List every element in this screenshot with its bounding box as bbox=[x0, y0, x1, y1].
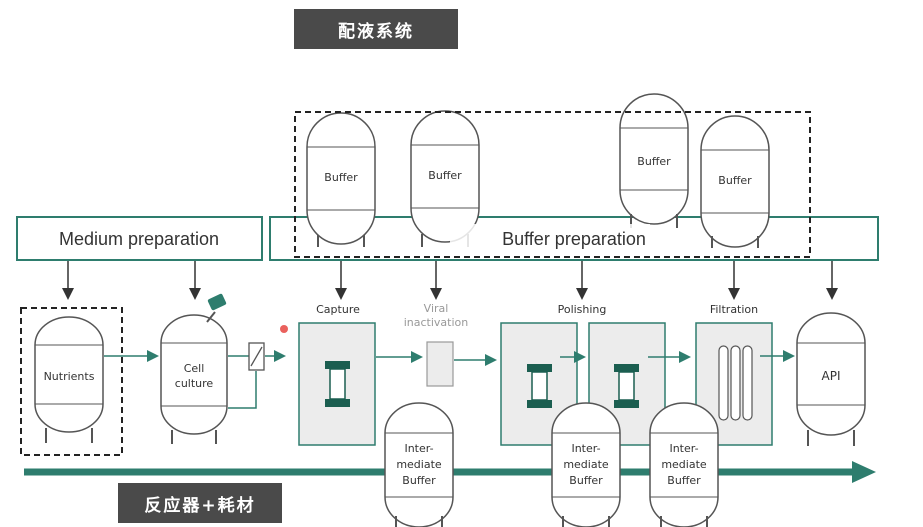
intermediate-buffer-tank-3: Inter- mediate Buffer bbox=[649, 402, 719, 527]
viral-inactivation-vessel bbox=[426, 341, 454, 387]
intermediate-3-line1: Inter- bbox=[669, 442, 698, 455]
cell-culture-label-line1: Cell bbox=[184, 362, 205, 375]
capture-column bbox=[298, 322, 376, 446]
intermediate-3-line2: mediate bbox=[661, 458, 707, 471]
nutrients-tank: Nutrients bbox=[34, 316, 104, 443]
buffer-tank-4: Buffer bbox=[700, 115, 770, 248]
api-label: API bbox=[822, 369, 841, 383]
bottom-banner: 反应器+耗材 bbox=[118, 483, 282, 523]
top-banner: 配液系统 bbox=[294, 9, 458, 49]
filtration-unit bbox=[695, 322, 773, 446]
intermediate-3-line3: Buffer bbox=[667, 474, 701, 487]
intermediate-buffer-tank-1: Inter- mediate Buffer bbox=[384, 402, 454, 527]
step-viral-label-line1: Viral bbox=[424, 302, 449, 315]
buffer-tank-2: Buffer bbox=[410, 110, 480, 247]
buffer-tank-3: Buffer bbox=[619, 93, 689, 228]
buffer-preparation-label: Buffer preparation bbox=[502, 229, 646, 249]
buffer-tank-4-label: Buffer bbox=[718, 174, 752, 187]
nutrients-highlight bbox=[20, 307, 123, 456]
medium-preparation-box bbox=[16, 216, 263, 261]
intermediate-2-line1: Inter- bbox=[571, 442, 600, 455]
intermediate-1-line2: mediate bbox=[396, 458, 442, 471]
intermediate-2-line2: mediate bbox=[563, 458, 609, 471]
api-tank: API bbox=[796, 312, 866, 446]
step-polishing-label: Polishing bbox=[558, 303, 607, 316]
cell-culture-label-line2: culture bbox=[175, 377, 214, 390]
buffer-tank-1-label: Buffer bbox=[324, 171, 358, 184]
step-filtration-label: Filtration bbox=[710, 303, 758, 316]
nutrients-label: Nutrients bbox=[44, 370, 95, 383]
pointer-dot bbox=[280, 325, 288, 333]
buffer-tank-3-label: Buffer bbox=[637, 155, 671, 168]
medium-preparation-label: Medium preparation bbox=[59, 229, 219, 249]
intermediate-buffer-tank-2: Inter- mediate Buffer bbox=[551, 402, 621, 527]
intermediate-2-line3: Buffer bbox=[569, 474, 603, 487]
intermediate-1-line3: Buffer bbox=[402, 474, 436, 487]
buffer-tank-2-label: Buffer bbox=[428, 169, 462, 182]
step-viral-label-line2: inactivation bbox=[404, 316, 469, 329]
buffer-tank-1: Buffer bbox=[306, 112, 376, 247]
intermediate-1-line1: Inter- bbox=[404, 442, 433, 455]
cell-culture-tank: Cell culture bbox=[160, 293, 228, 444]
step-capture-label: Capture bbox=[316, 303, 360, 316]
sensor-icon bbox=[207, 293, 227, 311]
